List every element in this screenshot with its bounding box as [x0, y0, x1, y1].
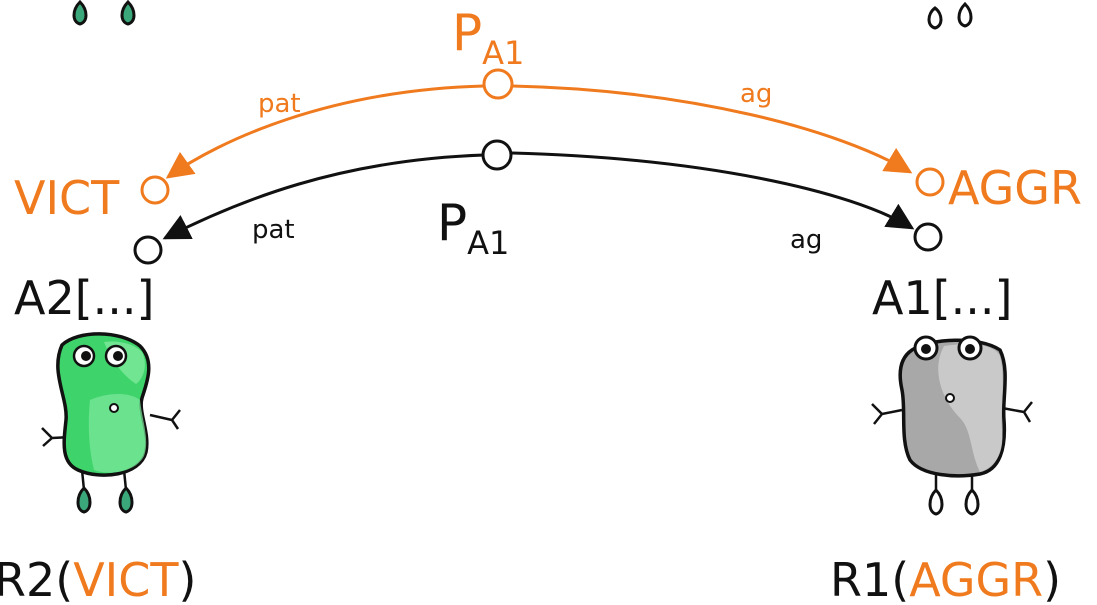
orange-center-node: [482, 68, 514, 100]
black-ag-edge: [511, 151, 915, 230]
orange-graph: PA1 pat ag VICT AGGR: [14, 4, 1082, 225]
orange-left-node: [140, 175, 170, 205]
orange-ag-label: ag: [740, 79, 772, 109]
black-center-node: [481, 139, 513, 171]
orange-vict-label: VICT: [14, 171, 120, 225]
black-center-label: PA1: [437, 194, 509, 262]
orange-aggr-label: AGGR: [948, 161, 1082, 215]
referent-right-label: R1(AGGR): [830, 553, 1061, 605]
orange-ag-edge: [511, 84, 913, 174]
black-pat-edge: [162, 153, 485, 240]
black-left-node: [133, 235, 163, 265]
orange-pat-edge: [165, 84, 485, 179]
referent-left-label: R2(VICT): [0, 553, 196, 605]
orange-right-node: [915, 167, 945, 197]
black-right-node: [913, 222, 943, 252]
black-ag-label: ag: [790, 225, 822, 255]
orange-center-label: PA1: [452, 4, 524, 72]
green-blob-creature-icon: [41, 332, 181, 514]
black-graph: PA1 pat ag A2[...] A1[...]: [14, 139, 1013, 325]
top-right-feet-icon: [927, 1, 973, 30]
grey-blob-creature-icon: [871, 335, 1033, 516]
black-pat-label: pat: [252, 215, 295, 245]
top-left-feet-icon: [72, 0, 136, 26]
black-a2-label: A2[...]: [14, 271, 155, 325]
orange-pat-label: pat: [258, 89, 301, 119]
black-a1-label: A1[...]: [872, 271, 1013, 325]
